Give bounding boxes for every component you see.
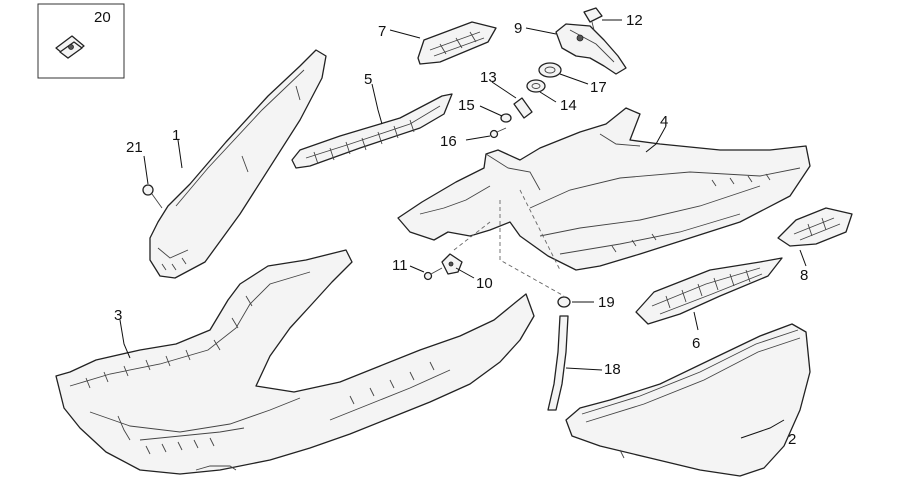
callout-5: 5 xyxy=(364,71,372,88)
part-12-bolt xyxy=(583,7,603,31)
inset-part-20 xyxy=(37,3,125,79)
callout-3: 3 xyxy=(114,307,122,324)
callout-17: 17 xyxy=(590,79,607,96)
part-4-floor-cover xyxy=(397,107,811,271)
callout-4: 4 xyxy=(660,113,668,130)
part-17-washer xyxy=(538,62,562,78)
callout-15: 15 xyxy=(458,97,475,114)
leader-lines xyxy=(119,19,807,439)
callout-12: 12 xyxy=(626,12,643,29)
callout-13: 13 xyxy=(480,69,497,86)
callout-2: 2 xyxy=(788,431,796,448)
part-5-footrest-mat xyxy=(291,93,453,169)
callout-6: 6 xyxy=(692,335,700,352)
callout-20: 20 xyxy=(94,9,111,26)
part-14-ring xyxy=(526,79,546,93)
callout-1: 1 xyxy=(172,127,180,144)
part-18-hose xyxy=(547,315,569,411)
callout-16: 16 xyxy=(440,133,457,150)
callout-labels: 20 1 21 7 5 9 12 13 17 14 15 16 4 11 10 … xyxy=(94,9,808,448)
part-19-grommet xyxy=(557,296,571,308)
part-15-nut xyxy=(500,113,512,123)
assembly-guide-lines xyxy=(453,189,565,297)
part-16-screw xyxy=(489,127,507,139)
callout-8: 8 xyxy=(800,267,808,284)
part-11-screw xyxy=(423,267,443,281)
part-13-sleeve xyxy=(513,97,533,119)
callout-14: 14 xyxy=(560,97,577,114)
callout-7: 7 xyxy=(378,23,386,40)
part-7-grip-plate xyxy=(417,21,497,65)
part-21-screw xyxy=(142,184,163,209)
callout-11: 11 xyxy=(392,257,408,274)
part-3-lower-body xyxy=(55,249,535,475)
callout-19: 19 xyxy=(598,294,615,311)
part-2-side-panel xyxy=(565,323,811,477)
callout-10: 10 xyxy=(476,275,493,292)
part-1-rear-panel xyxy=(149,49,327,279)
callout-18: 18 xyxy=(604,361,621,378)
part-8-small-mat xyxy=(777,207,853,247)
part-6-large-mat xyxy=(635,257,783,325)
callout-9: 9 xyxy=(514,20,522,37)
clip-nut-icon xyxy=(55,35,85,59)
callout-21: 21 xyxy=(126,139,143,156)
part-10-clip xyxy=(441,253,463,275)
part-9-bracket xyxy=(555,23,627,75)
